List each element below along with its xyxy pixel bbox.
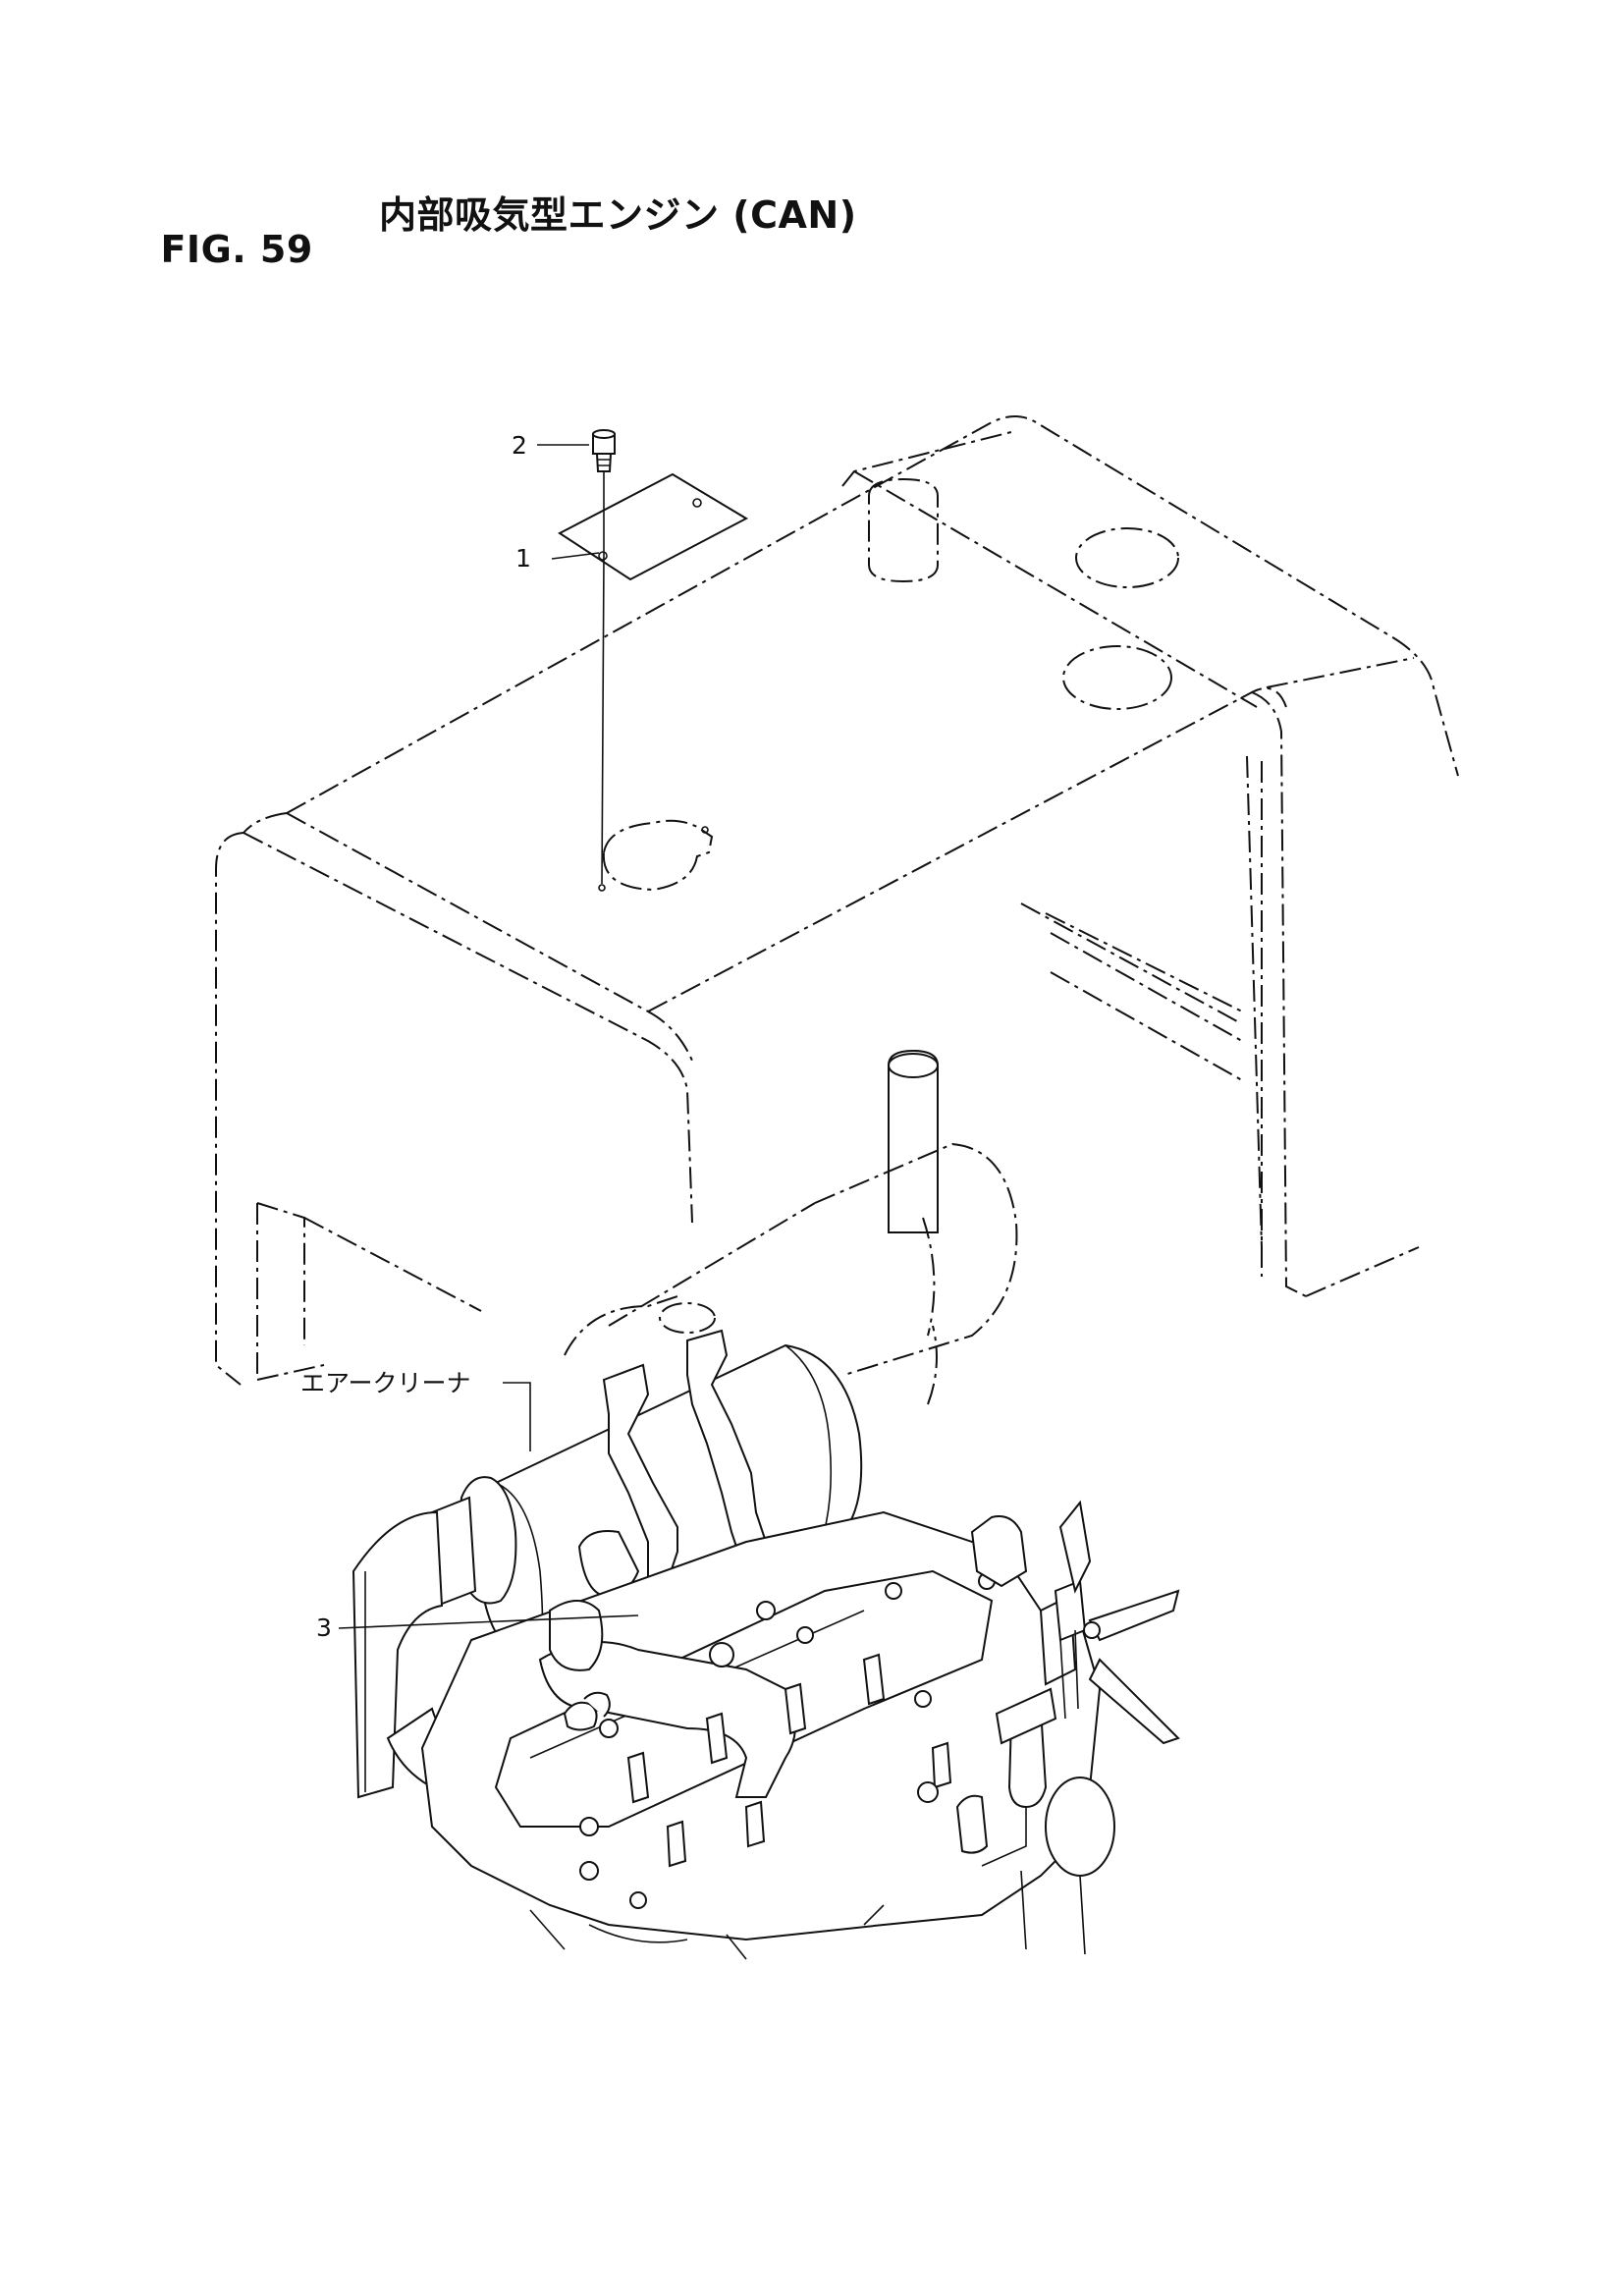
callout-2: 2 bbox=[512, 431, 527, 460]
figure-name: 内部吸気型エンジン (CAN) bbox=[379, 193, 857, 237]
decal-plate bbox=[558, 472, 749, 581]
figure-title: FIG. 59 内部吸気型エンジン (CAN) bbox=[134, 185, 856, 314]
air-cleaner-label: エアークリーナ bbox=[300, 1369, 471, 1397]
callout-3: 3 bbox=[316, 1613, 332, 1642]
engine-assembly bbox=[352, 1049, 1180, 1960]
canopy-outline bbox=[215, 415, 1459, 1405]
leader-lines bbox=[338, 444, 639, 1629]
engine-studs bbox=[579, 1572, 996, 1909]
callout-1: 1 bbox=[515, 544, 531, 573]
assembly-centerline bbox=[601, 471, 605, 885]
figure-number: FIG. 59 bbox=[160, 228, 313, 271]
plug-bolt bbox=[592, 429, 616, 472]
